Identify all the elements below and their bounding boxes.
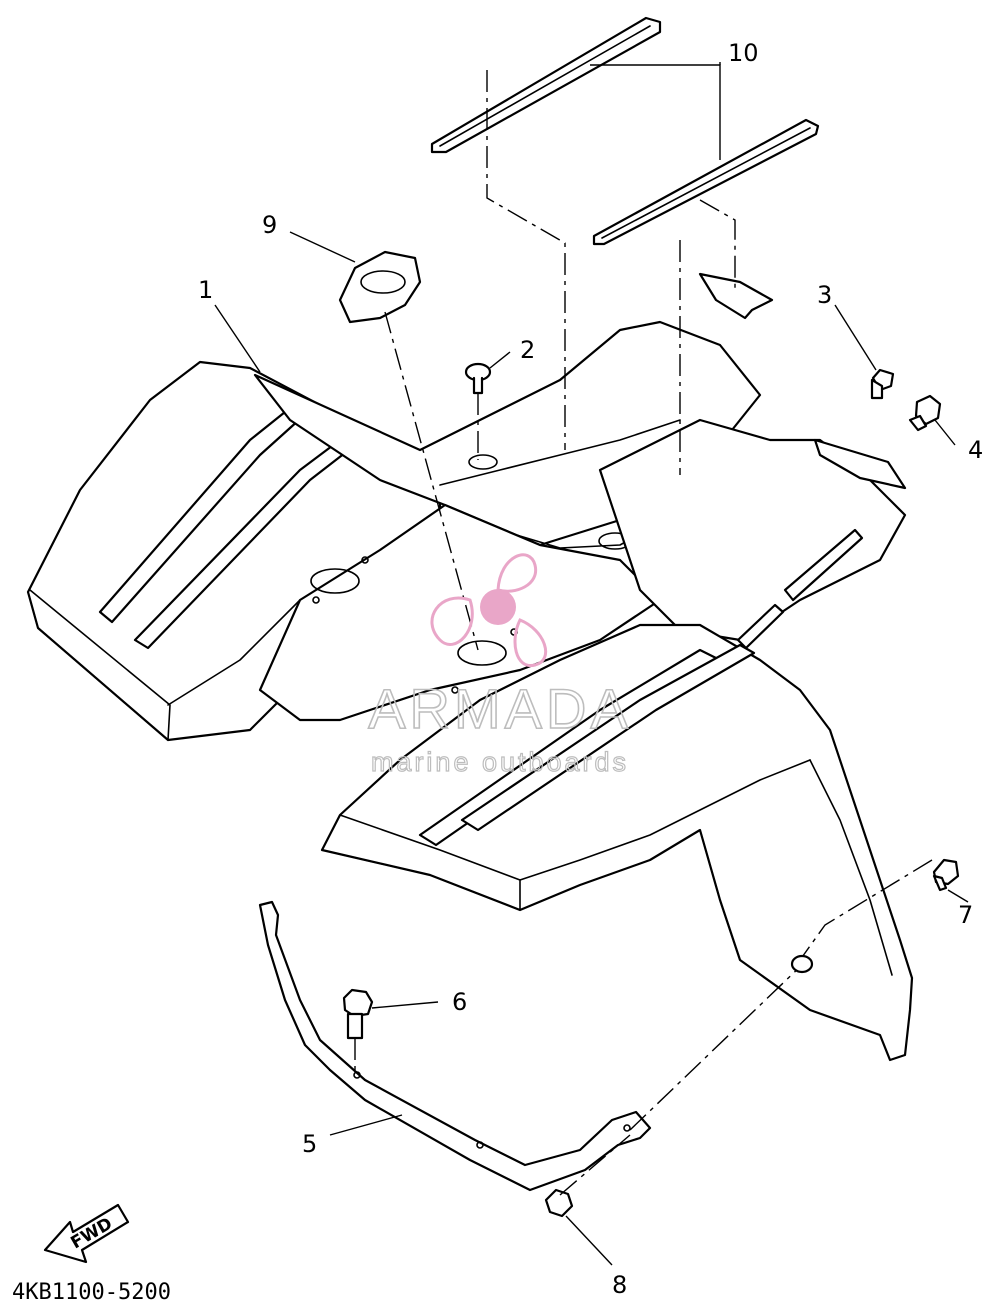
- part-7-rivet: [799, 858, 960, 961]
- watermark: ARMADA marine outboards: [367, 553, 632, 778]
- callout-4: 4: [968, 436, 983, 464]
- part-3-bolt: [870, 368, 895, 400]
- watermark-logo-icon: [430, 553, 548, 667]
- fwd-arrow-icon: FWD: [43, 1203, 130, 1264]
- watermark-title: ARMADA: [368, 677, 632, 740]
- callout-6: 6: [452, 988, 467, 1016]
- callout-10: 10: [728, 39, 759, 67]
- leader-lines: [214, 62, 969, 1266]
- callout-8: 8: [612, 1271, 627, 1299]
- part-10-strips: [430, 16, 820, 246]
- part-8-nut: [544, 1134, 631, 1218]
- callout-5: 5: [302, 1130, 317, 1158]
- drawing-number: 4KB1100-5200: [12, 1280, 171, 1305]
- part-1-rear-fender: [26, 272, 914, 1062]
- part-4-bolt: [908, 394, 942, 432]
- callout-1: 1: [198, 276, 213, 304]
- callout-3: 3: [817, 281, 832, 309]
- part-6-bolt: [342, 988, 374, 1072]
- callout-2: 2: [520, 336, 535, 364]
- callout-9: 9: [262, 211, 277, 239]
- part-9-grommet: [338, 250, 479, 651]
- part-5-bracket: [258, 900, 814, 1192]
- part-2-screw: [464, 362, 492, 460]
- watermark-subtitle: marine outboards: [371, 747, 629, 777]
- callout-labels: 1 2 3 4 5 6 7 8 9 10: [198, 39, 983, 1299]
- assembly-lines-10: [486, 70, 736, 475]
- callout-7: 7: [958, 901, 973, 929]
